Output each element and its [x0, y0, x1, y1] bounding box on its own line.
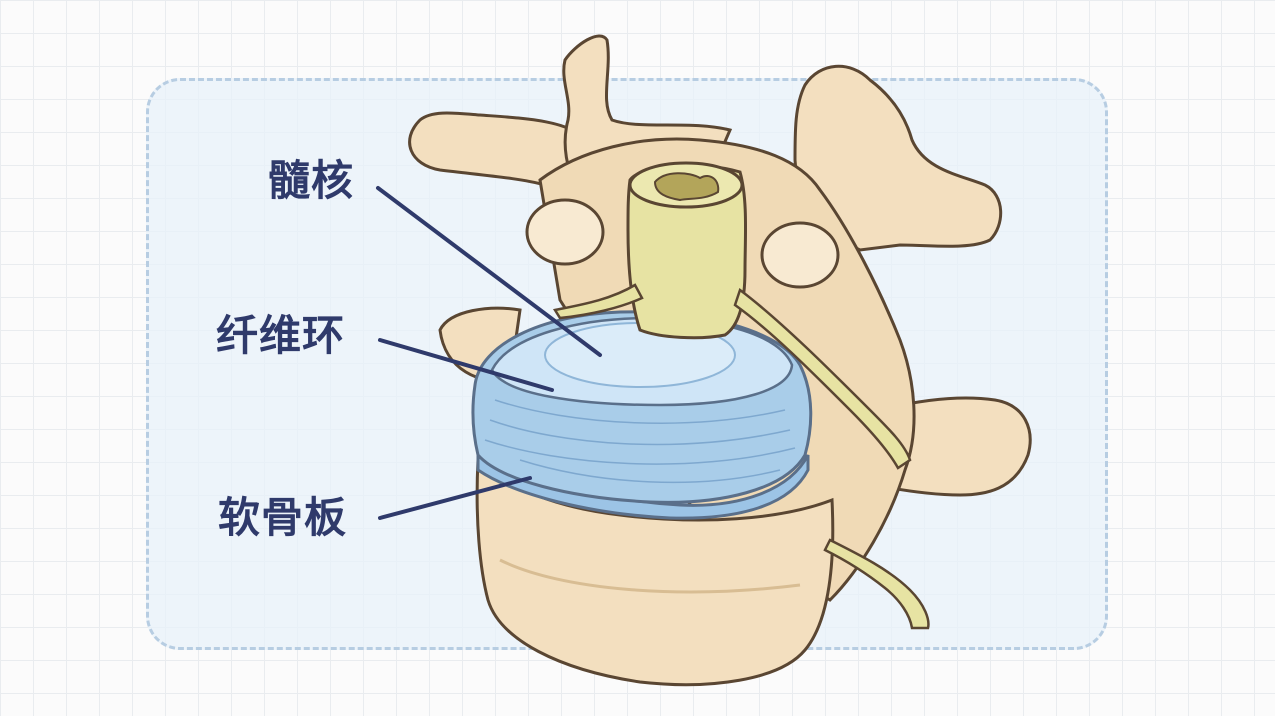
nucleus-leader-line	[376, 186, 602, 357]
label-nucleus-pulposus: 髓核	[268, 156, 355, 205]
nerve-root-right	[733, 287, 912, 470]
label-annulus-fibrosus: 纤维环	[216, 311, 346, 360]
annulus-fibers	[484, 399, 796, 484]
nerve-root-lower	[823, 538, 930, 630]
left-facet	[525, 198, 605, 266]
right-facet	[760, 221, 840, 289]
label-cartilage-endplate: 软骨板	[218, 493, 348, 542]
spinal-cord	[626, 163, 748, 340]
nerve-root-left	[552, 283, 644, 320]
annulus-leader-line	[378, 338, 554, 392]
endplate-leader-line	[378, 476, 532, 520]
